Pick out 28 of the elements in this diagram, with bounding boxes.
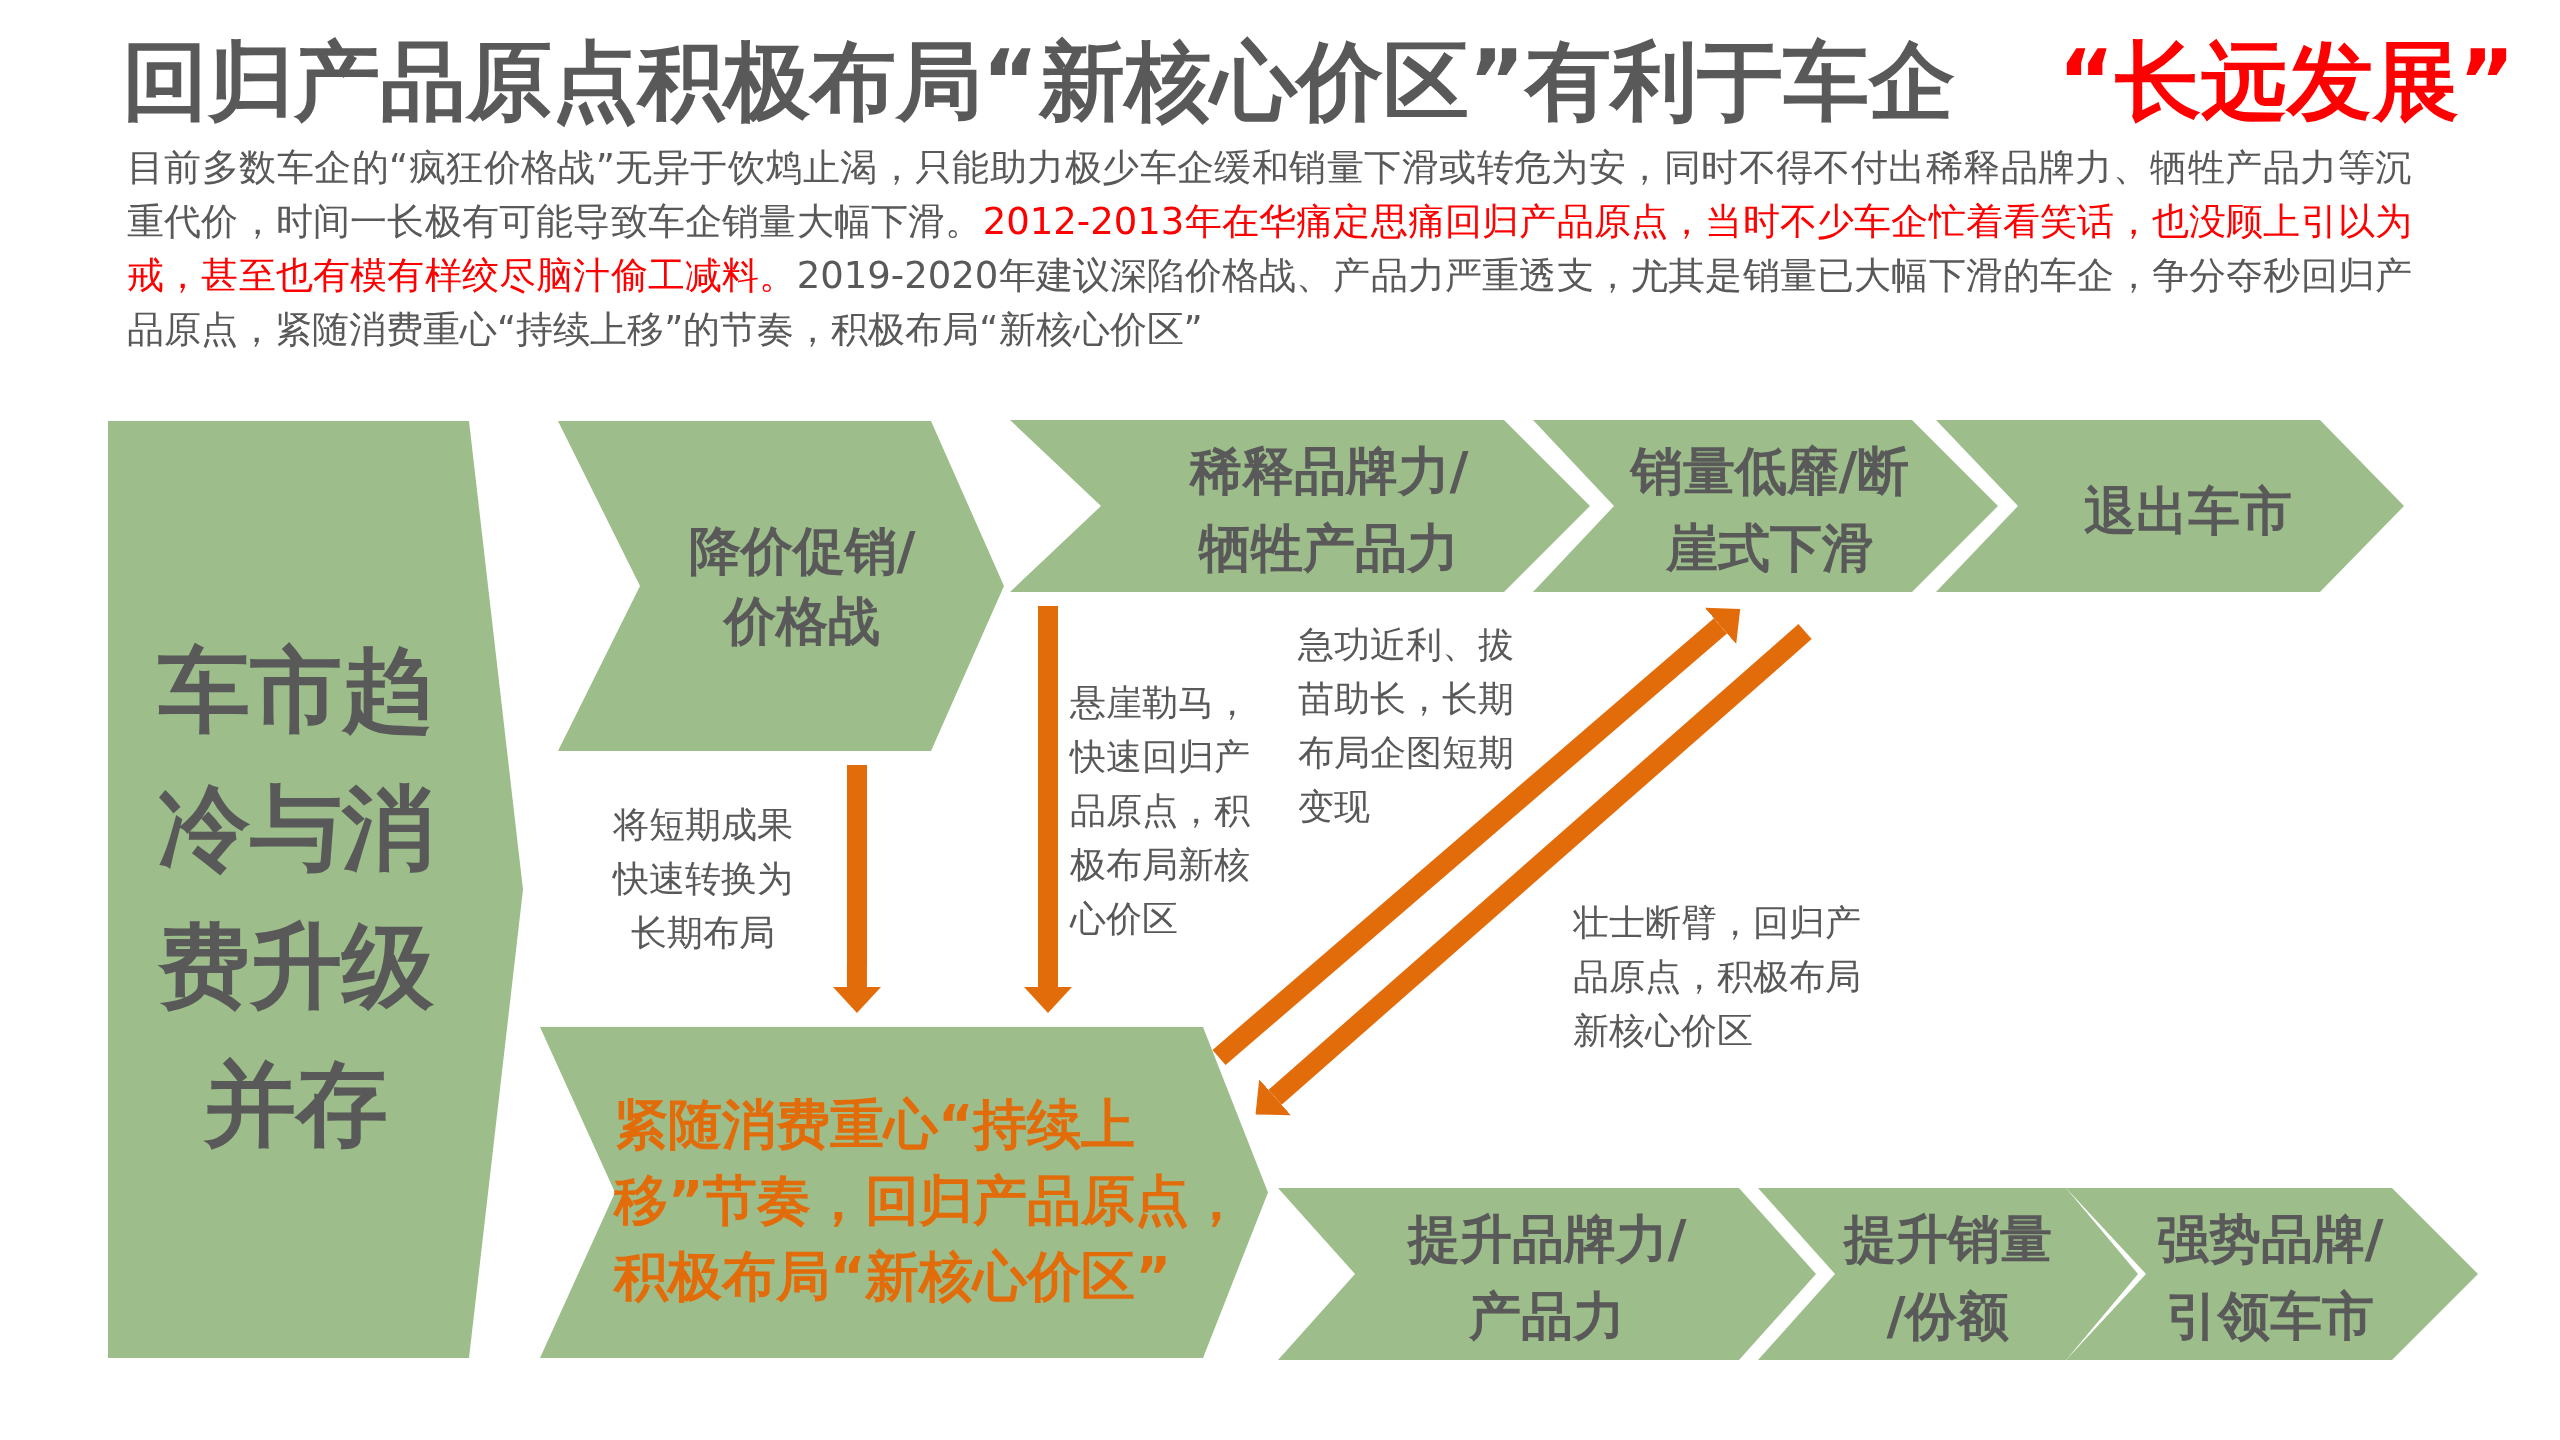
title-highlight: “长远发展” bbox=[2058, 30, 2516, 133]
edge-label: 急功近利、拔苗助长，长期布局企图短期变现 bbox=[1298, 623, 1515, 829]
edge-label: 悬崖勒马，快速回归产品原点，积极布局新核心价区 bbox=[1070, 681, 1251, 941]
arrow bbox=[1255, 624, 1812, 1116]
chevron-step bbox=[540, 1027, 1268, 1358]
arrow bbox=[1212, 607, 1741, 1066]
edge-label: 壮士断臂，回归产品原点，积极布局新核心价区 bbox=[1573, 901, 1862, 1053]
chevron-step bbox=[1010, 420, 1590, 592]
chevron-step bbox=[1533, 420, 1998, 592]
step-label: 提升品牌力/产品力 bbox=[1406, 1208, 1688, 1348]
step-label: 紧随消费重心“持续上移”节奏，回归产品原点，积极布局“新核心价区” bbox=[614, 1091, 1245, 1310]
title-text: 回归产品原点积极布局“新核心价区”有利于车企 bbox=[122, 30, 1956, 133]
intro-paragraph: 目前多数车企的“疯狂价格战”无异于饮鸩止渴，只能助力极少车企缓和销量下滑或转危为安，同时不得不付出稀释品牌力、牺牲产品力等沉重代价，时间一长极有可能导致车企销量大幅下滑。2012-2013年在华痛定思痛回归产品原点，当时不少车企忙着看笑话，也没顾上引以为戒，甚至也有模有样绞尽脑汁偷工减料。2019-2020年建议深陷价格战、产品力严重透支，尤其是销量已大幅下滑的车企，争分夺秒回归产品原点，紧随消费重心“持续上移”的节奏，积极布局“新核心价区” bbox=[127, 145, 2412, 353]
step-label: 提升销量/份额 bbox=[1843, 1208, 2053, 1348]
step-label: 强势品牌/引领车市 bbox=[2155, 1208, 2385, 1348]
chevron-step bbox=[1936, 420, 2404, 592]
arrow bbox=[833, 765, 881, 1013]
step-label: 稀释品牌力/牺牲产品力 bbox=[1188, 440, 1470, 580]
panel-heading: 车市趋冷与消费升级并存 bbox=[157, 635, 435, 1160]
chevron-step bbox=[558, 421, 1004, 751]
step-label: 退出车市 bbox=[2083, 479, 2293, 543]
chevron-step bbox=[2066, 1188, 2478, 1360]
chevron-step bbox=[1278, 1188, 1816, 1360]
step-label: 降价促销/价格战 bbox=[687, 520, 917, 653]
edge-label: 将短期成果快速转换为长期布局 bbox=[612, 803, 794, 955]
arrow-panel bbox=[108, 421, 523, 1358]
arrow bbox=[1024, 606, 1072, 1013]
step-label: 销量低靡/断崖式下滑 bbox=[1629, 440, 1911, 580]
